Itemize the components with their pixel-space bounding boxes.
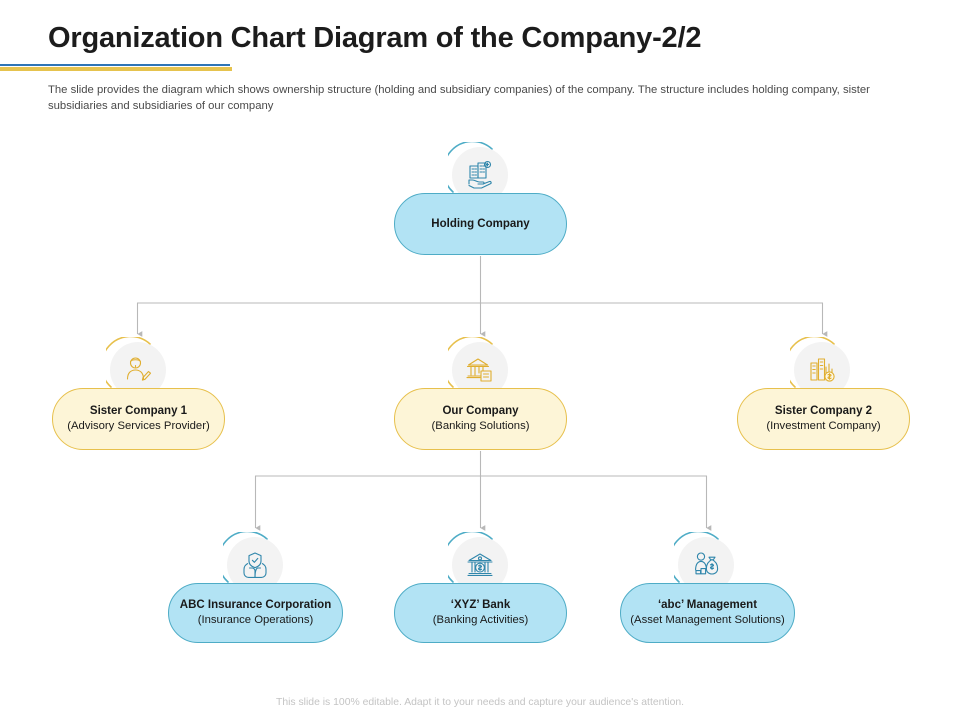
node-title: ABC Insurance Corporation: [179, 599, 332, 611]
node-title: Sister Company 1: [89, 405, 188, 417]
node-xyz-bank[interactable]: ‘XYZ’ Bank (Banking Activities): [394, 583, 567, 643]
advisor-person-icon: [126, 357, 152, 381]
person-money-bag-icon: [695, 552, 719, 575]
node-sister-company-1[interactable]: Sister Company 1 (Advisory Services Prov…: [52, 388, 225, 450]
node-abc-management[interactable]: ‘abc’ Management (Asset Management Solut…: [620, 583, 795, 643]
bank-dollar-icon: [467, 553, 493, 576]
title-underline-blue: [0, 64, 230, 66]
investment-buildings-coin-icon: [810, 358, 835, 382]
node-our-company[interactable]: Our Company (Banking Solutions): [394, 388, 567, 450]
node-title: ‘XYZ’ Bank: [450, 599, 511, 611]
title-underline-gold: [0, 67, 232, 71]
node-title: Holding Company: [431, 217, 530, 230]
node-title: ‘abc’ Management: [657, 599, 758, 611]
node-holding-company[interactable]: Holding Company: [394, 193, 567, 255]
node-sister-company-2[interactable]: Sister Company 2 (Investment Company): [737, 388, 910, 450]
node-abc-insurance[interactable]: ABC Insurance Corporation (Insurance Ope…: [168, 583, 343, 643]
node-title: Our Company: [442, 405, 519, 417]
page-title: Organization Chart Diagram of the Compan…: [48, 22, 702, 54]
node-subtitle: (Advisory Services Provider): [67, 420, 210, 432]
footer-note: This slide is 100% editable. Adapt it to…: [275, 697, 685, 708]
buildings-in-hand-icon: [468, 160, 492, 189]
bank-building-icon: [466, 358, 492, 382]
node-subtitle: (Insurance Operations): [197, 614, 314, 626]
slide-description: The slide provides the diagram which sho…: [48, 84, 870, 112]
node-subtitle: (Investment Company): [766, 420, 881, 432]
node-subtitle: (Banking Activities): [432, 614, 529, 626]
node-subtitle: (Asset Management Solutions): [630, 614, 785, 626]
shield-in-hands-icon: [243, 552, 267, 578]
node-title: Sister Company 2: [774, 405, 873, 417]
node-subtitle: (Banking Solutions): [431, 420, 530, 432]
